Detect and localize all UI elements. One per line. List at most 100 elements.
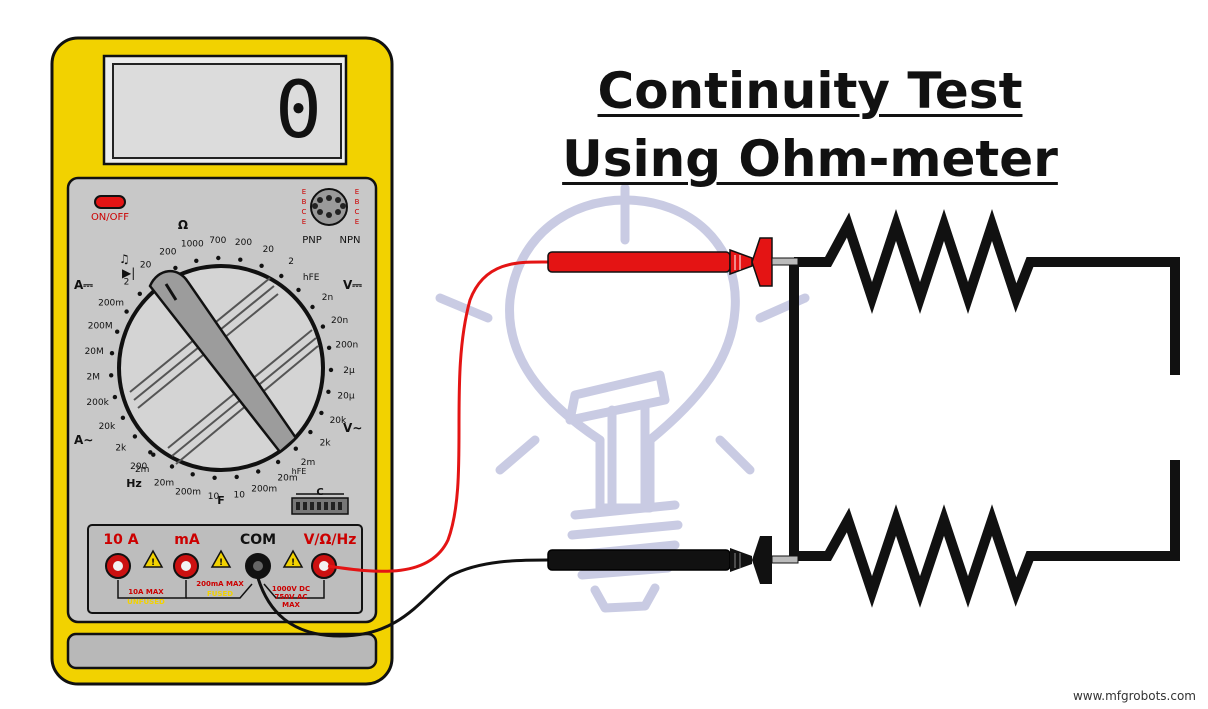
lcd-reading: 0 bbox=[275, 66, 322, 156]
dial-range-label: 200m bbox=[98, 298, 124, 308]
dial-range-label: 2 bbox=[288, 257, 294, 267]
dial-tick bbox=[194, 258, 199, 263]
dial-tick-marks bbox=[109, 255, 334, 480]
pin-right-1: E bbox=[355, 188, 359, 196]
dial-range-label: 200m bbox=[251, 485, 277, 495]
dial-range-label: 700 bbox=[209, 236, 226, 246]
dial-tick bbox=[279, 273, 284, 279]
port-ma-sub: FUSED bbox=[207, 590, 233, 598]
dial-range-label: 2m bbox=[301, 458, 316, 468]
port-com-label: COM bbox=[240, 532, 276, 548]
warning-icon bbox=[142, 549, 304, 568]
dial-range-label: 200M bbox=[88, 322, 113, 332]
dial-tick bbox=[112, 394, 118, 400]
dial-tick bbox=[216, 255, 221, 261]
port-10a-note: 10A MAX bbox=[128, 588, 164, 596]
dial-range-label: 10 bbox=[233, 491, 245, 501]
black-probe-lead bbox=[256, 558, 549, 638]
dial-tick bbox=[275, 459, 281, 465]
dial-tick bbox=[326, 389, 331, 394]
power-label: ON/OFF bbox=[91, 212, 129, 223]
pin-left-1: E bbox=[302, 188, 306, 196]
pin-right-2: B bbox=[355, 198, 360, 206]
dial-tick bbox=[151, 452, 156, 457]
pnp-label: PNP bbox=[302, 235, 322, 246]
dial-range-label: 20 bbox=[263, 245, 275, 255]
dc-volts-label: V⎓ bbox=[343, 278, 362, 292]
dial-range-label: 20k bbox=[99, 422, 116, 432]
dial-tick bbox=[256, 469, 261, 474]
red-probe-lead bbox=[327, 260, 549, 573]
dial-range-label: 2n bbox=[322, 293, 333, 303]
port-ma-label: mA bbox=[174, 532, 200, 548]
dial-range-label: 20k bbox=[330, 416, 347, 426]
title-line-1: Continuity Test bbox=[597, 62, 1023, 120]
pin-right-3: C bbox=[355, 208, 360, 216]
dial-tick bbox=[120, 415, 126, 420]
ohm-symbol: Ω bbox=[178, 218, 188, 232]
multimeter-bottom-strip bbox=[66, 632, 378, 670]
hfe-label: hFE bbox=[292, 467, 307, 476]
dial-tick bbox=[190, 472, 195, 477]
lightbulb-watermark-icon bbox=[435, 183, 810, 613]
source-watermark: www.mfgrobots.com bbox=[1072, 689, 1196, 703]
dial-range-label: 200m bbox=[175, 488, 201, 498]
warning-icon-3: ! bbox=[291, 558, 295, 568]
dial-range-label: 2µ bbox=[343, 366, 355, 376]
power-button[interactable] bbox=[94, 195, 126, 209]
dial-range-label: 20n bbox=[331, 316, 348, 326]
capacitor-slot bbox=[291, 493, 349, 515]
pin-right-4: E bbox=[355, 218, 359, 226]
port-vohmhz-note-box: 1000V DC 750V AC MAX bbox=[272, 585, 310, 609]
music-note-icon: ♫ bbox=[119, 252, 130, 266]
port-10a-label: 10 A bbox=[103, 532, 138, 548]
dial-range-label: 10 bbox=[208, 492, 220, 502]
black-probe[interactable] bbox=[547, 536, 799, 584]
dial-range-label: 20m bbox=[277, 473, 297, 483]
red-probe[interactable] bbox=[547, 237, 799, 287]
dial-tick bbox=[320, 324, 326, 329]
warning-icon-2: ! bbox=[219, 558, 223, 568]
dial-range-label: 200k bbox=[86, 398, 109, 408]
dial-tick bbox=[148, 450, 153, 455]
ac-amps-label: A∼ bbox=[74, 433, 93, 447]
ac-volts-label: V∼ bbox=[343, 421, 362, 435]
resistor-circuit bbox=[789, 208, 1180, 608]
dial-tick bbox=[293, 446, 298, 451]
dial-range-label: 2 bbox=[124, 278, 130, 288]
title-line-2: Using Ohm-meter bbox=[562, 130, 1058, 188]
dial-range-label: 20 bbox=[140, 261, 152, 271]
dial-tick bbox=[137, 291, 142, 296]
capacitor-label: C bbox=[316, 487, 323, 498]
dial-range-label: 2M bbox=[87, 373, 101, 383]
warning-icon-1: ! bbox=[151, 558, 155, 568]
dial-pointer-marker bbox=[164, 283, 178, 301]
dial-range-label: 200 bbox=[159, 248, 176, 258]
dial-range-label: 20µ bbox=[337, 392, 354, 402]
port-ma-note: 200mA MAX bbox=[196, 580, 244, 588]
lcd-display: 0 bbox=[112, 63, 342, 159]
dial-range-label: 1000 bbox=[181, 239, 204, 249]
dial-tick bbox=[234, 474, 239, 480]
dial-tick bbox=[310, 304, 315, 310]
dial-range-label: hFE bbox=[303, 273, 320, 283]
transistor-socket bbox=[310, 188, 348, 226]
dial-tick bbox=[109, 373, 114, 378]
dial-range-label: 200 bbox=[235, 238, 252, 248]
dial-range-label: 200 bbox=[130, 462, 147, 472]
dial-tick bbox=[115, 329, 120, 334]
dial-tick bbox=[296, 287, 301, 293]
port-vohmhz-label: V/Ω/Hz bbox=[304, 532, 357, 548]
pin-left-3: C bbox=[302, 208, 307, 216]
dial-tick bbox=[169, 464, 175, 469]
port-10a-sub: UNFUSED bbox=[127, 598, 165, 606]
dial-tick bbox=[259, 263, 264, 268]
dial-tick bbox=[212, 475, 217, 480]
pin-left-2: B bbox=[302, 198, 307, 206]
dial-tick bbox=[326, 345, 332, 350]
farad-label: F bbox=[217, 494, 225, 507]
dial-tick bbox=[319, 410, 324, 416]
dial-range-label: 200n bbox=[335, 341, 358, 351]
dc-amps-label: A⎓ bbox=[74, 278, 93, 292]
